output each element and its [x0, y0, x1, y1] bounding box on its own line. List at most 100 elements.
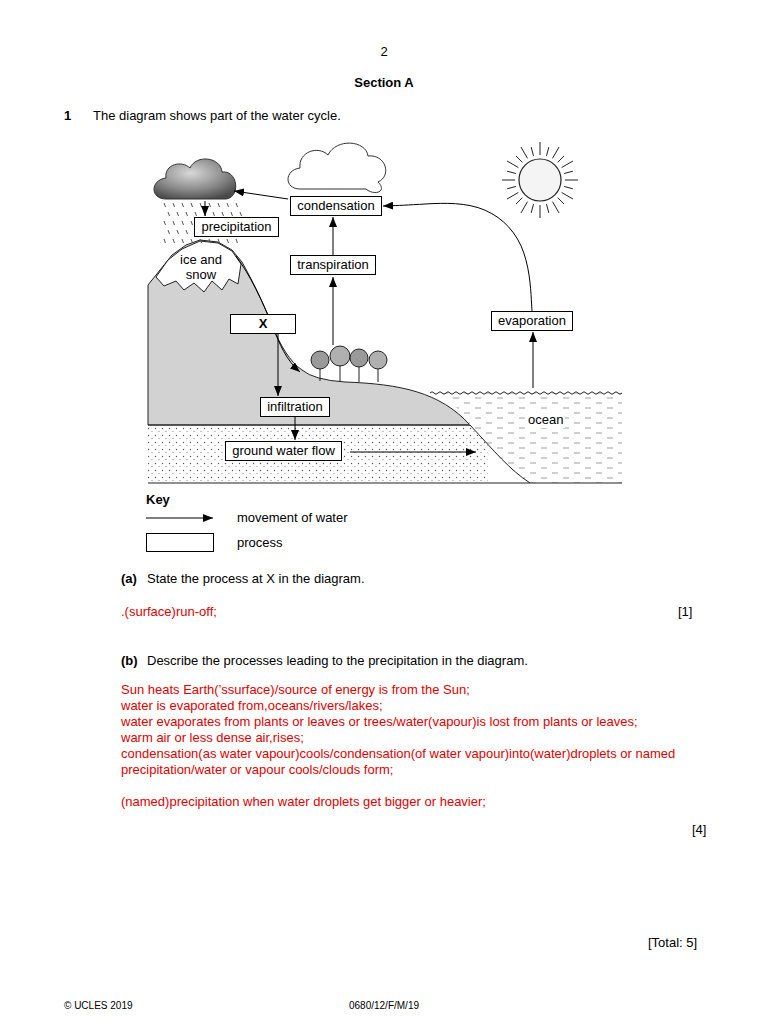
answer-text: (named)precipitation when water droplets… — [121, 794, 486, 810]
rain-drop — [164, 203, 166, 207]
flow-connector — [278, 334, 279, 396]
sun-ray — [564, 186, 573, 188]
answer-text: condensation(as water vapour)cools/conde… — [121, 746, 736, 778]
rain-drop — [182, 221, 184, 225]
process-label: ground water flow — [232, 443, 335, 459]
answer-text: water evaporates from plants or leaves o… — [121, 714, 638, 730]
base-line — [148, 483, 622, 484]
wave-group — [430, 392, 622, 395]
page-number: 2 — [334, 44, 434, 60]
answer-text: warm air or less dense air,rises; — [121, 730, 304, 746]
sun-ray — [558, 198, 564, 204]
flow-arrow — [350, 452, 476, 453]
part-label: (a) — [121, 571, 137, 587]
white-cloud — [288, 143, 386, 192]
tree-crown — [311, 351, 329, 369]
process-label: evaporation — [498, 313, 566, 329]
tree-crown — [350, 349, 368, 367]
sun-ray — [540, 142, 541, 155]
rain-drop — [231, 212, 233, 216]
rain-drop — [240, 212, 242, 216]
process-box: infiltration — [260, 397, 330, 417]
snow-cap — [156, 241, 241, 292]
tree-trunk — [359, 366, 360, 382]
answer-text: water is evaporated from,oceans/rivers/l… — [121, 698, 383, 714]
sun-ray — [564, 171, 573, 173]
mark-allocation: [4] — [692, 822, 706, 838]
sun-ray — [502, 180, 515, 181]
legend-text: movement of water — [237, 510, 348, 526]
sun-ray — [516, 198, 522, 204]
sun-ray — [562, 193, 573, 200]
soil-layer — [148, 425, 488, 483]
rain-drop — [177, 212, 179, 216]
process-box: transpiration — [290, 255, 376, 275]
rain-drop — [177, 230, 179, 234]
question-text: State the process at X in the diagram. — [147, 571, 365, 587]
rain-drop — [173, 203, 175, 207]
part-label: (b) — [121, 653, 138, 669]
rain-drop — [200, 239, 202, 243]
rain-drop — [168, 212, 170, 216]
key-heading: Key — [146, 492, 170, 508]
sun-ray — [546, 147, 548, 156]
flow-connector — [295, 417, 296, 440]
water-surface — [430, 392, 622, 395]
sun-ray — [546, 204, 548, 213]
rain-drop — [218, 239, 220, 243]
sun-ray — [531, 204, 533, 213]
rain-drop — [191, 239, 193, 243]
flow-connector — [333, 217, 334, 255]
sun-ray — [521, 147, 528, 158]
process-label: infiltration — [267, 399, 323, 415]
rain-drop — [173, 221, 175, 225]
sun-ray — [553, 147, 560, 158]
region-label: ocean — [526, 412, 565, 428]
rain-drop — [236, 239, 238, 243]
sun-ray — [507, 171, 516, 173]
process-box: precipitation — [194, 217, 279, 237]
sea-bed-line — [470, 425, 530, 483]
question-number: 1 — [64, 108, 71, 124]
rain-drop — [186, 230, 188, 234]
rain-drop — [195, 212, 197, 216]
rain-drop — [200, 203, 202, 207]
ground-surface-line — [148, 425, 470, 426]
rain-drop — [209, 239, 211, 243]
mark-allocation: [1] — [678, 604, 692, 620]
answer-text: .(surface)run-off; — [121, 604, 217, 620]
copyright: © UCLES 2019 — [64, 998, 133, 1014]
ocean-water — [430, 393, 622, 483]
land-mass — [148, 240, 470, 425]
process-box: ground water flow — [225, 441, 342, 461]
process-box: evaporation — [491, 311, 573, 331]
rain-drop — [164, 221, 166, 225]
sun-ray — [507, 161, 518, 168]
ocean-texture — [430, 393, 622, 483]
rain-drop — [236, 203, 238, 207]
flow-connector — [383, 203, 532, 311]
rain-drop — [218, 203, 220, 207]
sun-ray — [565, 180, 578, 181]
flow-arrow — [533, 332, 534, 388]
rain-drop — [213, 212, 215, 216]
sun-ray — [521, 202, 528, 213]
rain-drop — [182, 239, 184, 243]
rain-drop — [186, 212, 188, 216]
rain-drop — [209, 203, 211, 207]
legend-box-sample — [147, 534, 214, 552]
sun-ray — [516, 156, 522, 162]
rain-drop — [173, 239, 175, 243]
rain-drop — [182, 203, 184, 207]
flow-arrow — [333, 277, 334, 345]
rain-cloud — [154, 159, 236, 199]
paper-code: 0680/12/F/M/19 — [334, 998, 434, 1014]
sun-ray — [531, 147, 533, 156]
sun-ray — [558, 156, 564, 162]
tree-crown — [369, 351, 387, 369]
tree-trunk — [340, 364, 341, 382]
rain-drop — [227, 239, 229, 243]
process-box: condensation — [290, 196, 382, 216]
